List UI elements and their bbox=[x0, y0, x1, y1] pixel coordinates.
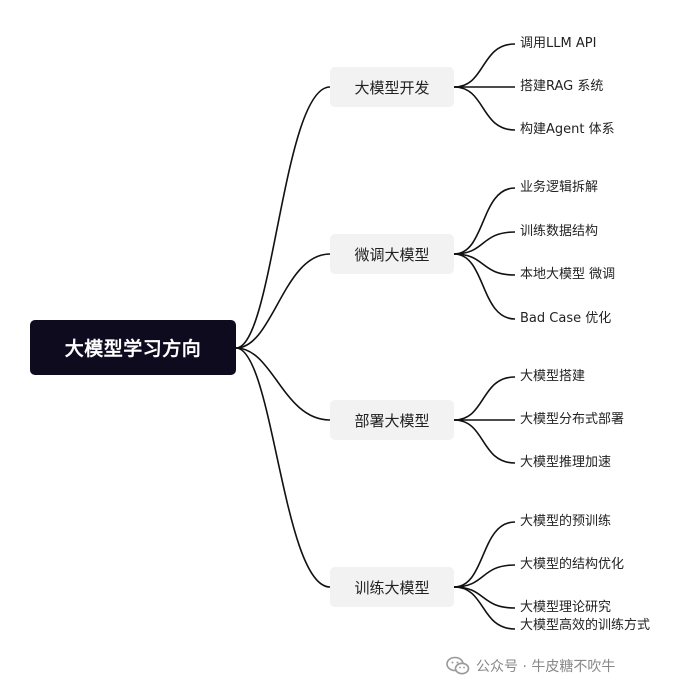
leaf-node: 调用LLM API bbox=[520, 36, 597, 51]
connector-branch-to-leaf bbox=[453, 564, 516, 588]
connector-branch-to-leaf bbox=[453, 231, 516, 255]
root-node-label: 大模型学习方向 bbox=[64, 338, 202, 360]
leaf-node: 大模型推理加速 bbox=[520, 455, 612, 470]
branch-node-train: 训练大模型 bbox=[330, 567, 454, 607]
leaf-node: 大模型的预训练 bbox=[520, 514, 612, 529]
connector-branch-to-leaf bbox=[453, 586, 516, 609]
leaf-node: Bad Case 优化 bbox=[520, 311, 612, 326]
branch-label: 训练大模型 bbox=[354, 578, 430, 597]
leaf-node: 大模型理论研究 bbox=[520, 600, 612, 615]
connector-root-to-branch bbox=[235, 347, 331, 588]
leaf-node: 本地大模型 微调 bbox=[520, 267, 616, 282]
connector-branch-to-leaf bbox=[453, 43, 516, 88]
branch-label: 大模型开发 bbox=[354, 78, 430, 97]
connector-root-to-branch bbox=[235, 253, 331, 349]
connector-branch-to-leaf bbox=[453, 253, 516, 276]
branch-label: 部署大模型 bbox=[354, 411, 430, 430]
wechat-icon bbox=[446, 656, 470, 675]
leaf-node: 训练数据结构 bbox=[520, 224, 599, 239]
watermark: 公众号 · 牛皮糖不吹牛 bbox=[446, 654, 615, 678]
leaf-node: 大模型分布式部署 bbox=[520, 412, 625, 427]
leaf-node: 大模型搭建 bbox=[520, 369, 586, 384]
root-node: 大模型学习方向 bbox=[30, 320, 236, 375]
leaf-node: 业务逻辑拆解 bbox=[520, 180, 599, 195]
branch-node-deploy: 部署大模型 bbox=[330, 400, 454, 440]
connector-branch-to-leaf bbox=[453, 253, 516, 320]
branch-label: 微调大模型 bbox=[354, 245, 430, 264]
connector-branch-to-leaf bbox=[453, 586, 516, 630]
connector-branch-to-leaf bbox=[453, 86, 516, 131]
connector-root-to-branch bbox=[235, 347, 331, 421]
leaf-node: 构建Agent 体系 bbox=[520, 122, 615, 137]
connector-root-to-branch bbox=[235, 86, 331, 349]
branch-node-development: 大模型开发 bbox=[330, 67, 454, 107]
connector-branch-to-leaf bbox=[453, 376, 516, 421]
connector-branch-to-leaf bbox=[453, 419, 516, 464]
connector-branch-to-leaf bbox=[453, 187, 516, 255]
connector-branch-to-leaf bbox=[453, 521, 516, 588]
leaf-node: 搭建RAG 系统 bbox=[520, 79, 604, 94]
branch-node-finetune: 微调大模型 bbox=[330, 234, 454, 274]
leaf-node: 大模型的结构优化 bbox=[520, 557, 625, 572]
watermark-text: 公众号 · 牛皮糖不吹牛 bbox=[476, 659, 616, 675]
leaf-node: 大模型高效的训练方式 bbox=[520, 618, 651, 633]
